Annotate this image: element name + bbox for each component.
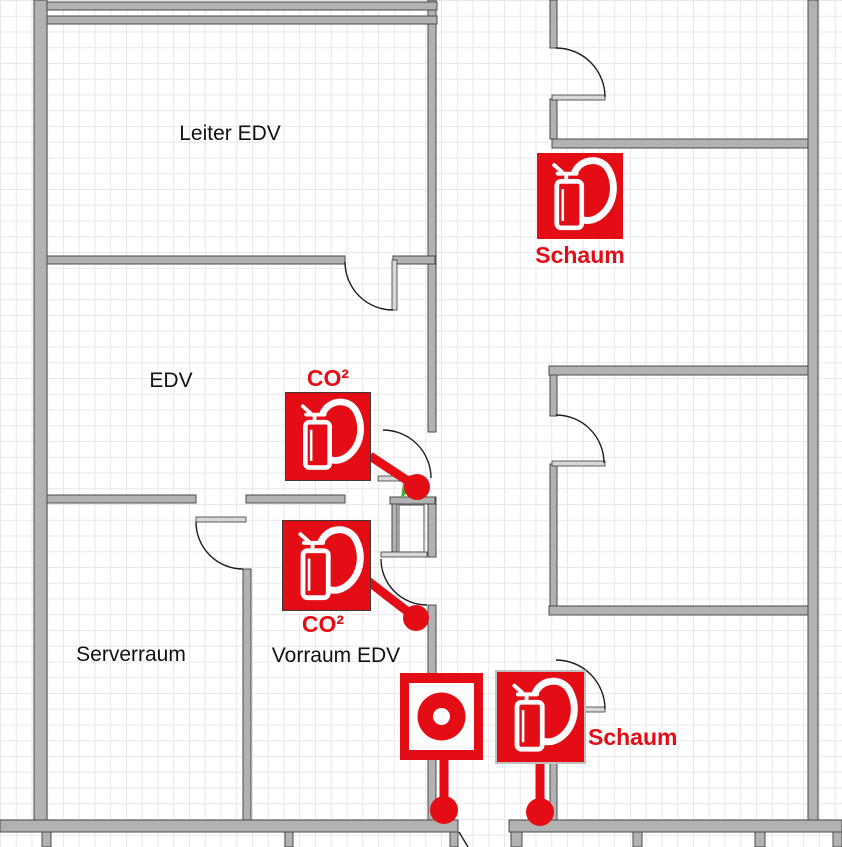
door-swing-arc [382,429,432,479]
wall-segment [548,605,809,616]
wall-segment [754,831,766,847]
door-swing-arc [555,659,606,710]
door-leaf [380,551,428,558]
wall-segment [549,373,558,417]
location-dot [526,798,554,826]
room-label-serverraum: Serverraum [76,643,186,666]
room-label-leiter-edv: Leiter EDV [179,122,281,145]
alarm-ring-icon [409,683,474,750]
fire-extinguisher-icon [300,398,364,470]
location-dot [403,605,429,631]
wall-segment [46,255,346,265]
door-leaf [195,516,247,523]
door-swing-arc [555,414,605,464]
wall-segment [46,15,438,25]
room-label-vorraum-edv: Vorraum EDV [271,644,401,667]
wall-segment [284,831,294,847]
fire-extinguisher-symbol-schaum-upper [537,153,623,239]
door-leaf [551,94,606,101]
door-swing-arc [380,558,428,606]
wall-segment [41,831,52,847]
wall-segment [46,494,197,504]
door-swing-arc [555,47,606,98]
wall-segment [549,0,558,49]
room-label-edv: EDV [149,369,193,392]
symbol-label-schaum-upper: Schaum [535,242,625,268]
fire-extinguisher-icon [512,677,578,752]
fire-extinguisher-symbol-schaum-lower [495,670,586,764]
wall-segment [245,494,346,504]
wall-segment [549,463,558,607]
wall-segment [392,255,436,265]
shaft-fixture [398,504,425,553]
location-dot [404,474,430,500]
door-swing-arc [195,521,244,570]
symbol-label-schaum-lower: Schaum [588,724,678,750]
wall-segment [632,831,643,847]
wall-segment [242,568,252,821]
leader-line [365,577,415,619]
wall-segment [548,365,809,376]
wall-segment [427,0,437,433]
wall-segment [807,0,819,821]
door-swing-arc [344,261,394,311]
symbol-label-co2-lower: CO² [301,611,345,637]
wall-segment [508,819,842,833]
location-dot [430,796,458,824]
wall-segment [549,98,558,140]
fire-extinguisher-icon [552,157,617,231]
door-leaf [391,259,398,311]
wall-segment [427,496,437,558]
wall-segment [449,831,459,847]
wall-segment [46,1,438,11]
wall-segment [510,831,523,847]
wall-segment [832,831,842,847]
door-leaf [551,460,606,467]
exit-door-line [458,831,469,847]
wall-segment [0,819,459,833]
symbol-label-co2-upper: CO² [306,365,350,391]
symbol-leaders [365,452,554,826]
wall-segment [551,138,809,149]
fire-extinguisher-symbol-co2-upper [285,392,371,481]
fire-extinguisher-icon [298,526,364,601]
wall-segment [33,0,48,833]
fire-alarm-device-symbol [400,673,483,760]
fire-extinguisher-symbol-co2-lower [282,520,371,611]
wall-segment [391,501,398,553]
